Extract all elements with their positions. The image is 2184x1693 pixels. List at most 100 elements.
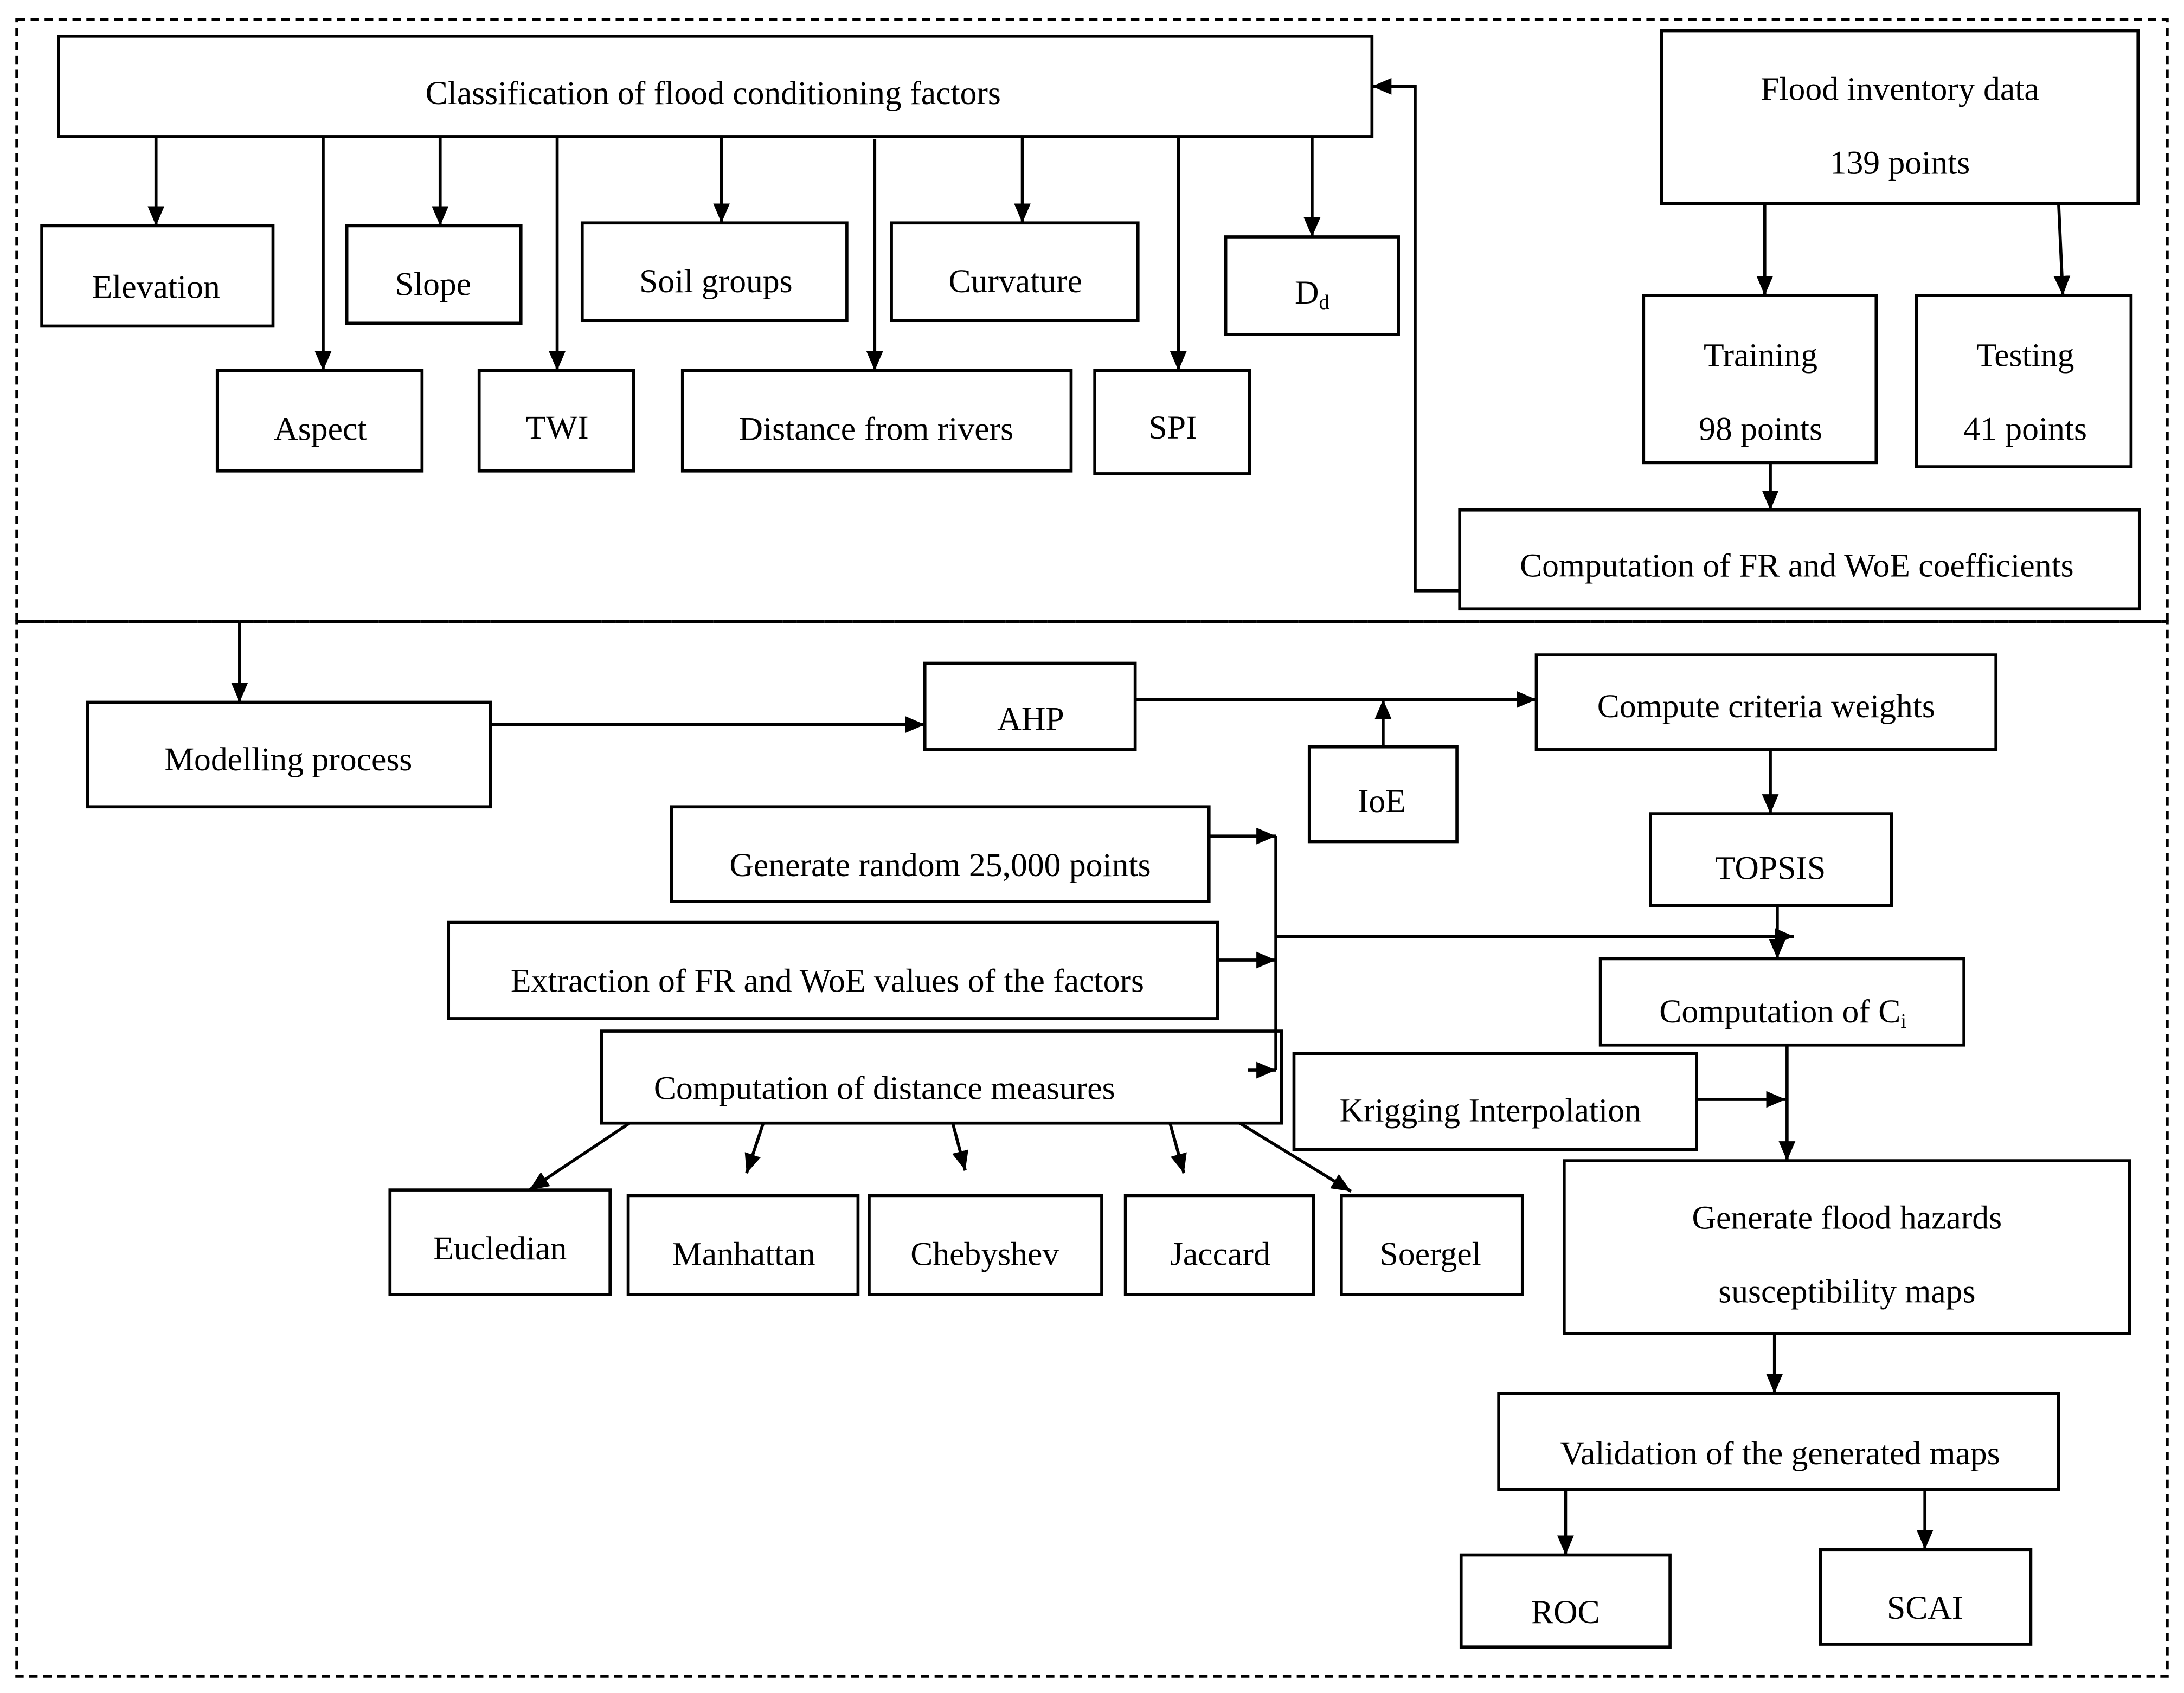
box-frame [1649, 812, 1893, 907]
classification-label: Classification of flood conditioning fac… [426, 75, 1001, 112]
box-frame [890, 221, 1140, 323]
box-distance-from-rivers: Distance from rivers [680, 369, 1073, 473]
box-frame [670, 805, 1211, 903]
box-drainage-density: Dd [1224, 235, 1400, 336]
box-topsis: TOPSIS [1649, 812, 1893, 907]
box-frame [680, 369, 1073, 473]
box-twi: TWI [477, 369, 635, 473]
box-frame [1292, 1052, 1698, 1151]
training-count: 98 points [1699, 411, 1822, 448]
box-frame [1534, 653, 1998, 751]
hazard-maps-line1: Generate flood hazards [1692, 1199, 2002, 1236]
box-frame [477, 369, 635, 473]
drainage-density-label: Dd [1295, 274, 1329, 314]
box-soergel: Soergel [1340, 1194, 1524, 1296]
box-flood-inventory: Flood inventory data 139 points [1660, 29, 2140, 205]
ci-subscript: i [1900, 1010, 1906, 1033]
box-frame [57, 35, 1374, 138]
box-scai: SCAI [1819, 1548, 2033, 1646]
bottom-section-frame [15, 620, 2169, 1678]
box-frame [868, 1194, 1103, 1296]
hazard-maps-line2: susceptibility maps [1718, 1273, 1975, 1310]
arrow-to-eucledian [528, 1122, 631, 1192]
box-frame [923, 661, 1137, 751]
spi-label: SPI [1148, 409, 1197, 446]
box-krigging: Krigging Interpolation [1292, 1052, 1698, 1151]
box-distance-measures: Computation of distance measures [600, 1029, 1283, 1125]
random-points-label: Generate random 25,000 points [729, 847, 1151, 884]
box-frame [600, 1029, 1283, 1125]
box-frame [1598, 957, 1965, 1047]
box-frame [580, 221, 849, 323]
manhattan-label: Manhattan [672, 1235, 815, 1272]
soergel-label: Soergel [1380, 1235, 1481, 1272]
soil-groups-label: Soil groups [639, 263, 793, 300]
box-frame [1093, 369, 1251, 475]
box-jaccard: Jaccard [1123, 1194, 1315, 1296]
testing-count: 41 points [1963, 411, 2087, 448]
box-frame [626, 1194, 860, 1296]
arrow-to-soergel [1238, 1122, 1352, 1193]
eucledian-label: Eucledian [433, 1230, 567, 1267]
topsis-label: TOPSIS [1715, 849, 1826, 886]
distance-measures-label: Computation of distance measures [654, 1070, 1115, 1106]
dd-main: D [1295, 274, 1319, 311]
curvature-label: Curvature [948, 263, 1082, 300]
roc-label: ROC [1531, 1594, 1600, 1631]
box-spi: SPI [1093, 369, 1251, 475]
modelling-label: Modelling process [164, 741, 412, 778]
extraction-label: Extraction of FR and WoE values of the f… [511, 963, 1144, 1000]
ci-label: Computation of Ci [1659, 993, 1906, 1033]
box-ioe: IoE [1307, 745, 1459, 844]
arrow-feedback-to-classification [1372, 78, 1460, 593]
box-training: Training 98 points [1642, 294, 1878, 465]
box-frame [388, 1188, 612, 1296]
box-validation: Validation of the generated maps [1497, 1392, 2060, 1491]
box-frame [1563, 1159, 2131, 1335]
top-section-frame [15, 18, 2169, 623]
box-frame [1458, 508, 2141, 611]
slope-label: Slope [395, 266, 471, 302]
criteria-weights-label: Compute criteria weights [1597, 688, 1935, 725]
box-frame [1340, 1194, 1524, 1296]
testing-title: Testing [1976, 337, 2074, 374]
arrow-to-jaccard [1168, 1122, 1187, 1174]
ci-main: Computation of C [1659, 993, 1900, 1030]
arrow-to-testing [2053, 203, 2071, 296]
box-hazard-maps: Generate flood hazards susceptibility ma… [1563, 1159, 2131, 1335]
box-frame [1915, 294, 2133, 468]
box-computation-ci: Computation of Ci [1598, 957, 1965, 1047]
box-frame [345, 224, 523, 325]
arrow-to-manhattan [744, 1122, 765, 1174]
box-elevation: Elevation [40, 224, 275, 328]
box-eucledian: Eucledian [388, 1188, 612, 1296]
box-aspect: Aspect [215, 369, 424, 473]
box-roc: ROC [1459, 1553, 1672, 1649]
distance-from-rivers-label: Distance from rivers [739, 411, 1014, 448]
box-chebyshev: Chebyshev [868, 1194, 1103, 1296]
box-frame [1819, 1548, 2033, 1646]
training-title: Training [1704, 337, 1817, 374]
box-frame [86, 700, 492, 809]
krigging-label: Krigging Interpolation [1340, 1092, 1641, 1129]
box-frame [1459, 1553, 1672, 1649]
box-slope: Slope [345, 224, 523, 325]
box-frame [1660, 29, 2140, 205]
box-testing: Testing 41 points [1915, 294, 2133, 468]
box-frame [1497, 1392, 2060, 1491]
box-manhattan: Manhattan [626, 1194, 860, 1296]
coefficients-label: Computation of FR and WoE coefficients [1520, 548, 2074, 584]
box-criteria-weights: Compute criteria weights [1534, 653, 1998, 751]
dd-subscript: d [1319, 291, 1329, 314]
arrow-to-chebyshev [951, 1122, 968, 1171]
validation-label: Validation of the generated maps [1560, 1435, 2000, 1472]
box-frame [1224, 235, 1400, 336]
chebyshev-label: Chebyshev [910, 1235, 1059, 1272]
ioe-label: IoE [1358, 783, 1406, 820]
aspect-label: Aspect [274, 411, 367, 448]
box-soil-groups: Soil groups [580, 221, 849, 323]
box-random-points: Generate random 25,000 points [670, 805, 1211, 903]
twi-label: TWI [525, 409, 588, 446]
box-extraction: Extraction of FR and WoE values of the f… [447, 920, 1219, 1020]
